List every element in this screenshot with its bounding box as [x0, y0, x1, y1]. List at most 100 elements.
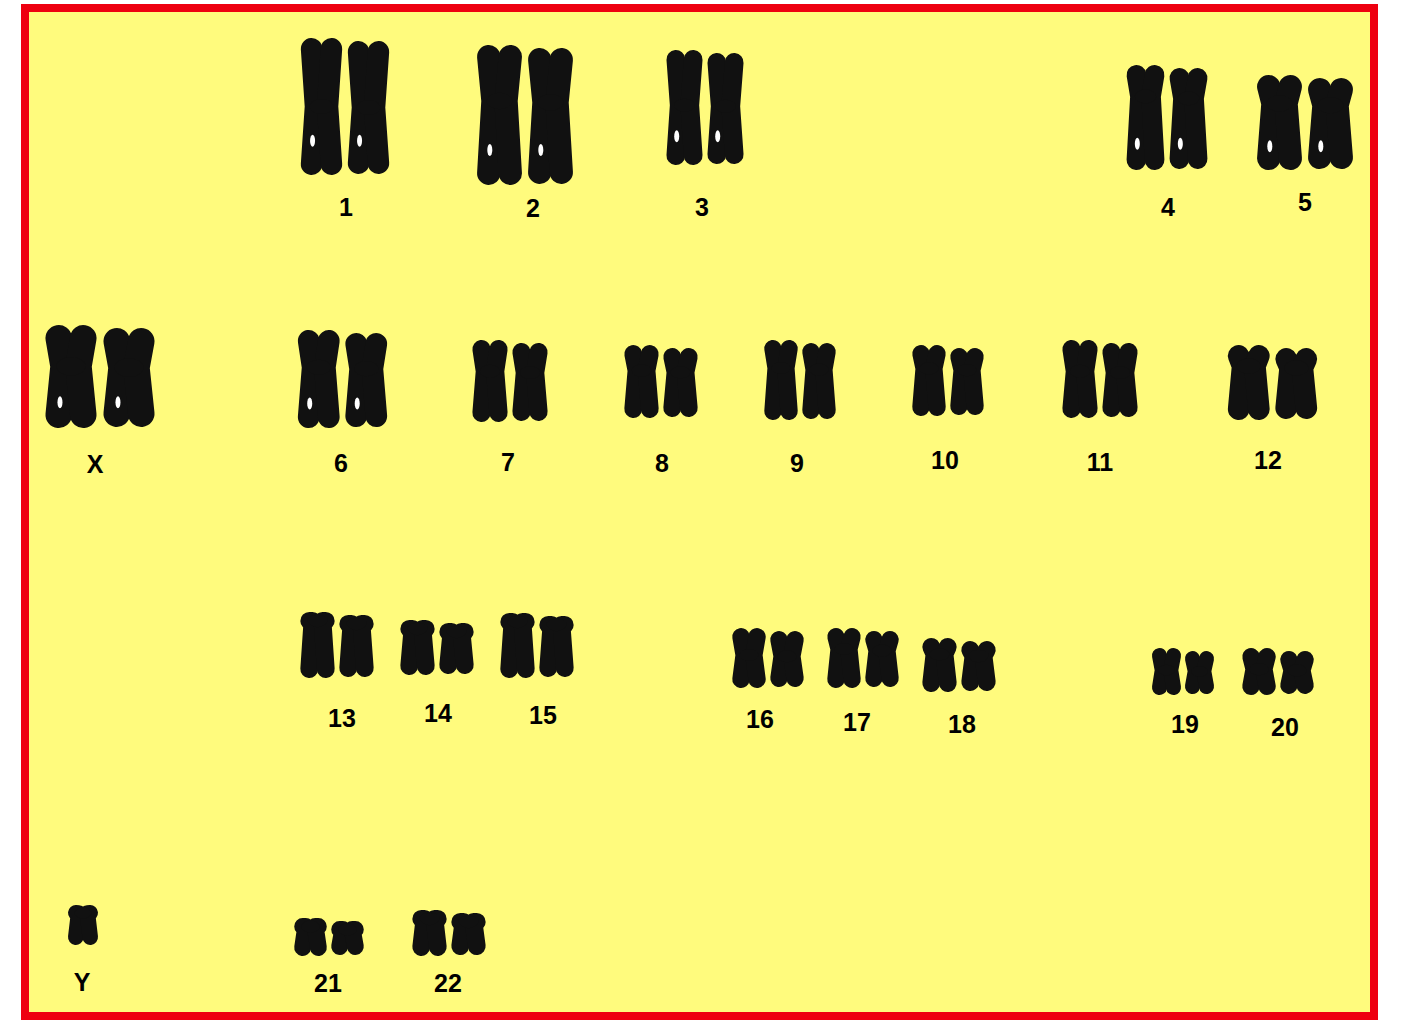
chromosome-number: 9 [790, 451, 804, 476]
chromosome-band [674, 130, 679, 142]
chromosome [520, 352, 540, 412]
centromere [674, 99, 695, 112]
chromatid [934, 354, 937, 408]
chromosome [301, 921, 320, 948]
chromosome [310, 49, 334, 164]
chromatid [1194, 78, 1198, 159]
centromere [777, 650, 796, 662]
centromere [459, 916, 479, 928]
chromosome [671, 357, 691, 408]
chromosome-number: 12 [1254, 448, 1282, 473]
chromosome-number: 5 [1298, 190, 1312, 215]
centromere [547, 619, 567, 631]
chromosome-number: 19 [1171, 712, 1199, 737]
chromatid [325, 341, 329, 417]
centromere [1249, 663, 1268, 675]
centromere [520, 366, 540, 379]
centromere [114, 358, 143, 377]
chromosome [480, 349, 500, 413]
chromatid [322, 621, 325, 669]
chromosome [1249, 657, 1268, 687]
chromosome-band [538, 144, 543, 156]
chromosome [347, 618, 367, 668]
chromatid [1151, 75, 1155, 160]
chromosome [408, 623, 428, 666]
chromosome [114, 341, 143, 413]
chromosome [919, 354, 938, 408]
chromatid [959, 357, 962, 407]
chromatid [874, 640, 877, 679]
chromosome [1110, 352, 1130, 408]
chromosome-number: 7 [501, 450, 515, 475]
chromosome [674, 59, 695, 155]
chromosome [307, 341, 331, 417]
chromosome [1237, 356, 1261, 409]
chromosome [447, 626, 467, 665]
chromosome [547, 619, 567, 668]
chromosome [1158, 656, 1175, 688]
chromosome [957, 357, 976, 407]
centromere [1135, 90, 1157, 104]
chromosome-band [1267, 140, 1272, 152]
chromosome-band [715, 130, 720, 142]
chromatid [646, 354, 649, 409]
chromatid [773, 349, 776, 412]
centromere [1284, 360, 1308, 375]
chromosome-number: Y [74, 970, 91, 995]
chromatid [849, 637, 852, 680]
chromatid [506, 57, 510, 174]
chromosome [1284, 359, 1308, 408]
centromere [301, 921, 320, 933]
centromere [354, 361, 378, 376]
chromatid [561, 625, 564, 668]
centromere [56, 357, 85, 376]
chromatid [495, 349, 498, 413]
centromere [715, 100, 736, 113]
chromosome [715, 62, 736, 154]
chromosome-number: X [87, 452, 104, 477]
chromosome [538, 60, 564, 173]
chromosome [354, 344, 378, 416]
chromosome [1070, 349, 1090, 409]
centromere [408, 623, 428, 635]
centromere [420, 913, 440, 925]
chromosome-band [115, 396, 120, 408]
chromosome-number: 17 [843, 710, 871, 735]
chromosome-band [310, 135, 315, 147]
chromatid [372, 344, 376, 416]
centromere [872, 645, 891, 657]
chromatid [1085, 349, 1088, 409]
chromatid [633, 354, 636, 409]
centromere [308, 615, 328, 627]
chromosome [1287, 660, 1306, 686]
chromosome [739, 637, 758, 680]
centromere [1267, 95, 1293, 111]
centromere [969, 650, 989, 662]
chromosome [1191, 659, 1208, 687]
centromere [1178, 91, 1200, 105]
chromosome [357, 52, 381, 163]
chromosome [1267, 87, 1293, 159]
chromosome-number: 15 [529, 703, 557, 728]
chromosome [508, 616, 528, 669]
chromosome-number: 21 [314, 971, 342, 996]
chromosome-band [1178, 138, 1183, 150]
chromosome-band [487, 144, 492, 156]
chromosome-number: 13 [328, 706, 356, 731]
chromatid [972, 357, 975, 407]
centromere [357, 100, 381, 115]
centromere [480, 365, 500, 378]
chromatid [409, 629, 412, 666]
chromatid [921, 354, 924, 408]
chromatid [557, 60, 561, 173]
chromosome [809, 352, 828, 411]
centromere [538, 94, 564, 110]
chromosome [1135, 75, 1157, 160]
centromere [834, 643, 853, 655]
chromosome-band [355, 398, 360, 410]
centromere [671, 366, 691, 378]
centromere [739, 649, 758, 661]
centromere [809, 364, 828, 376]
centromere [347, 618, 367, 630]
